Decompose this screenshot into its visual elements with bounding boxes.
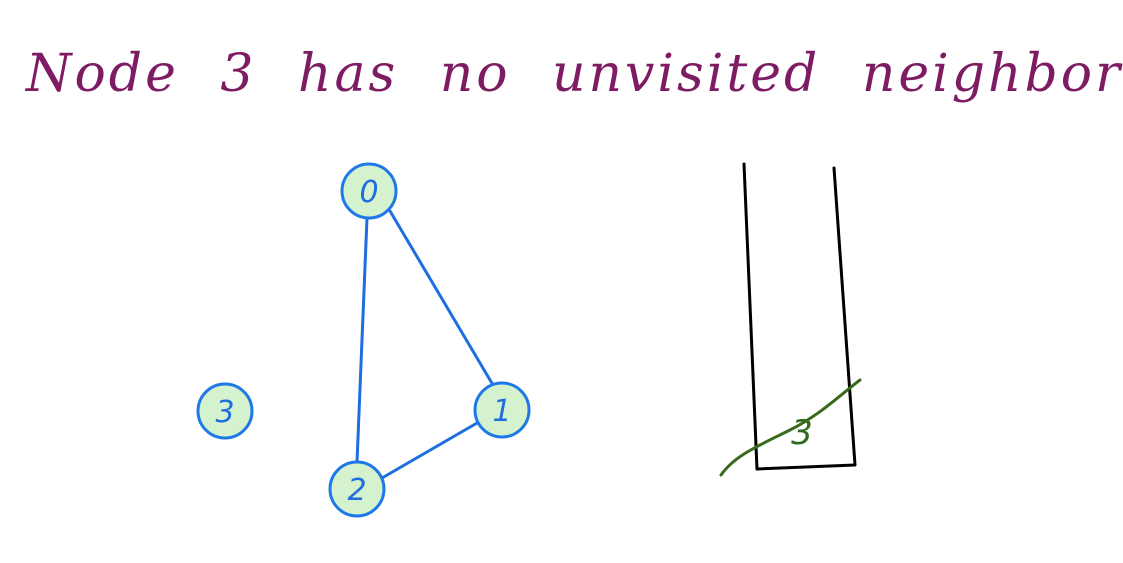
pop-strike-mark: [719, 378, 862, 477]
graph-canvas: 0 1 2 3 3: [196, 162, 862, 518]
graph-node-0: 0: [340, 162, 398, 220]
node-2-label: 2: [347, 473, 366, 508]
node-3-label: 3: [215, 395, 234, 430]
node-1-label: 1: [492, 394, 511, 429]
graph-node-1: 1: [473, 381, 531, 439]
stack-outline: [742, 162, 857, 471]
graph-edges: [355, 209, 495, 480]
diagram-heading: Node 3 has no unvisited neighbor: [26, 44, 1123, 104]
graph-node-2: 2: [328, 460, 386, 518]
graph-node-3: 3: [196, 382, 254, 440]
stack-item-3: 3: [791, 413, 813, 453]
edge-0-1: [388, 209, 495, 387]
whiteboard-page: Node 3 has no unvisited neighbor 0 1 2 3: [26, 48, 1120, 518]
node-0-label: 0: [359, 175, 378, 210]
edge-1-2: [380, 421, 479, 480]
edge-0-2: [355, 216, 369, 464]
